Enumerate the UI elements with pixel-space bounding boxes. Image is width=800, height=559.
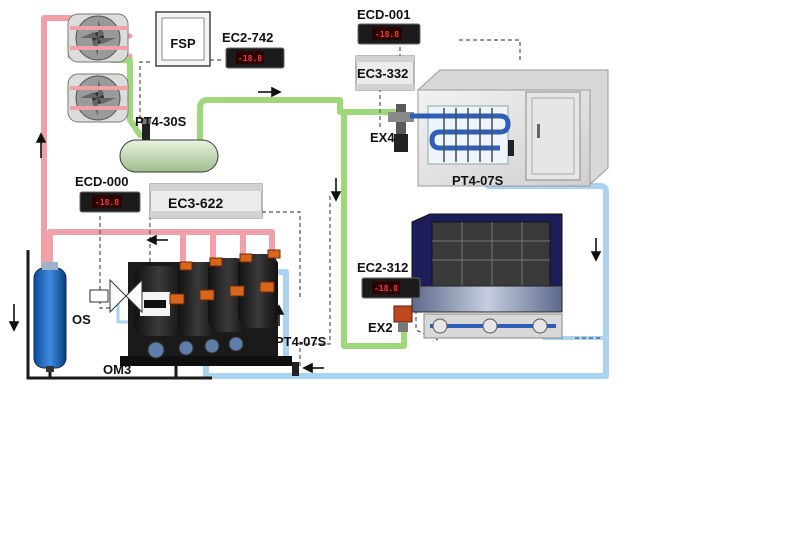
ec3-332-label: EC3-332: [357, 66, 408, 81]
ec3-332-controller: [355, 55, 415, 91]
arrow-icon: [273, 304, 285, 326]
ec2-742-display: -18.8: [225, 47, 285, 69]
arrow-icon: [258, 86, 282, 98]
oil-separator: [33, 262, 67, 372]
arrow-icon: [146, 234, 168, 246]
arrow-icon: [8, 304, 20, 332]
receiver: [119, 139, 219, 173]
display-case: [411, 213, 563, 339]
om3-sensor: [147, 336, 244, 359]
arrow-icon: [590, 238, 602, 262]
svg-text:-18.8: -18.8: [374, 284, 398, 293]
ecd-000-label: ECD-000: [75, 174, 128, 189]
handle-icon: [537, 124, 540, 138]
ex2-valve: [393, 305, 413, 332]
ex2-label: EX2: [368, 320, 393, 335]
fsp-controller: FSP: [155, 11, 211, 67]
ec2-312-display: -18.8: [361, 277, 421, 299]
fan-icon: [75, 75, 121, 121]
svg-text:-18.8: -18.8: [95, 198, 119, 207]
fsp-label: FSP: [170, 36, 196, 51]
om3-label: OM3: [103, 362, 131, 377]
fan-icon: [75, 15, 121, 61]
ec3-622-controller: [149, 183, 263, 219]
flow-arrows: [8, 86, 602, 374]
ec3-622-label: EC3-622: [168, 195, 223, 211]
pt4-07s-top-label: PT4-07S: [452, 173, 504, 188]
suction-main: [203, 183, 609, 379]
ex4-valve: [388, 104, 414, 152]
compressor-rack: [120, 249, 292, 366]
liquid-down: [341, 109, 407, 349]
svg-text:-18.8: -18.8: [238, 54, 262, 63]
ec2-312-label: EC2-312: [357, 260, 408, 275]
ec2-742-label: EC2-742: [222, 30, 273, 45]
discharge-line: [41, 15, 73, 271]
condenser-bottom: [67, 73, 129, 123]
arrow-icon: [302, 362, 324, 374]
ecd-001-label: ECD-001: [357, 7, 410, 22]
os-label: OS: [72, 312, 91, 327]
pt4-07s-bottom-sensor: [292, 362, 299, 376]
ecd-001-display: -18.8: [357, 23, 421, 45]
arrow-icon: [35, 132, 47, 158]
ex4-label: EX4: [370, 130, 395, 145]
svg-text:-18.8: -18.8: [375, 30, 399, 39]
pt4-30s-sensor: [141, 118, 151, 140]
room-evaporator: [410, 105, 514, 165]
arrow-icon: [330, 178, 342, 202]
pt4-07s-bottom-label: PT4-07S: [275, 334, 327, 349]
solenoid-valve: [89, 278, 143, 314]
ecd-000-display: -18.8: [79, 191, 141, 213]
liquid-line: [197, 97, 399, 143]
pt4-30s-label: PT4-30S: [135, 114, 187, 129]
condenser-top: [67, 13, 129, 63]
discharge-header: [47, 229, 275, 271]
